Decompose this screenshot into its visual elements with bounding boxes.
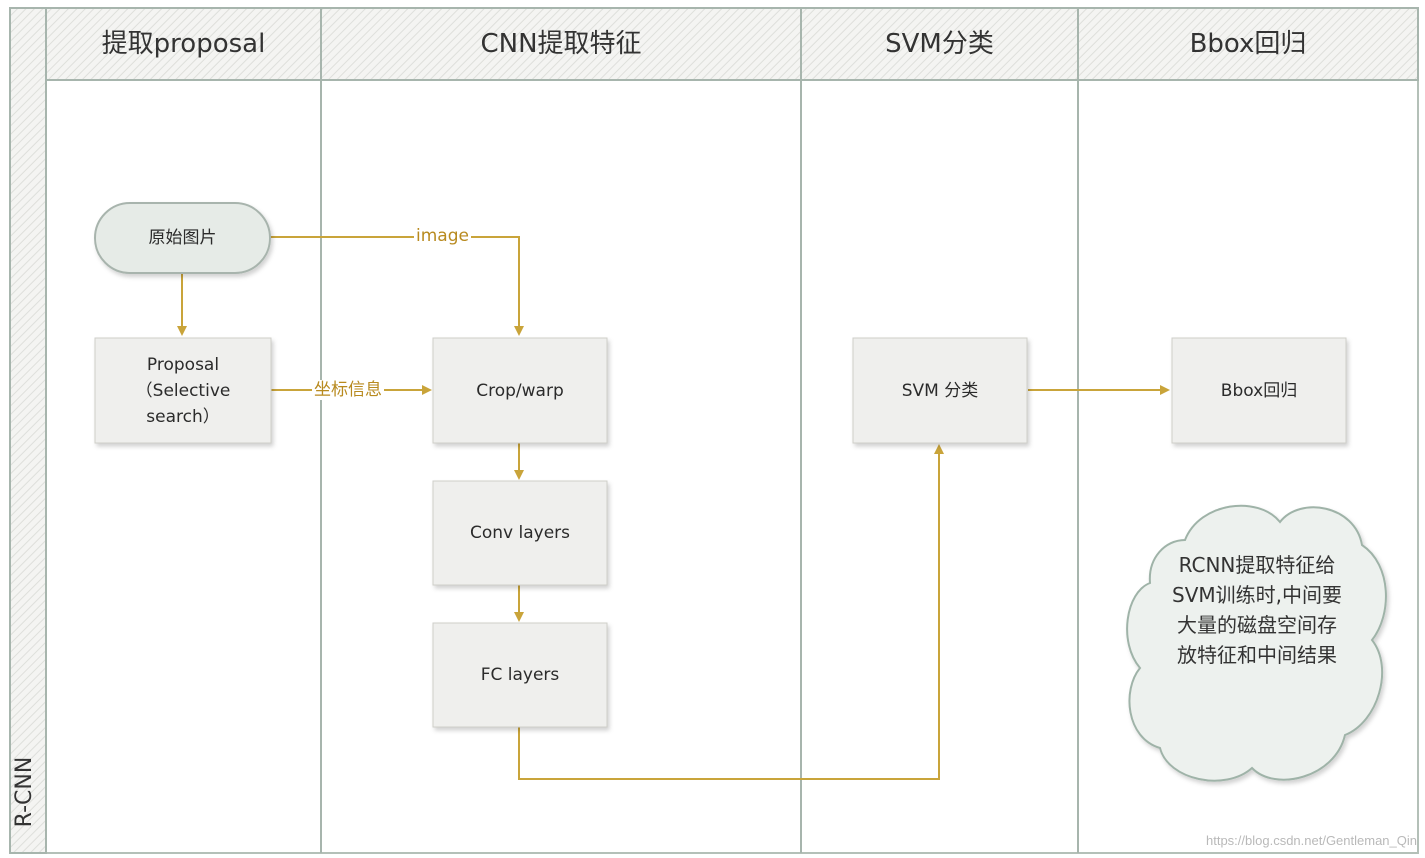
note-text: RCNN提取特征给SVM训练时,中间要大量的磁盘空间存放特征和中间结果	[1172, 553, 1342, 667]
node-conv-layers: Conv layers	[469, 523, 571, 543]
note-cloud-shape	[1126, 504, 1387, 782]
node-original-image: 原始图片	[148, 228, 217, 248]
edge-image-to-crop	[270, 236, 524, 336]
pool-label-strip	[9, 7, 47, 854]
node-crop-warp-shape	[432, 337, 608, 444]
pool-label: R-CNN	[12, 756, 37, 828]
header-band	[45, 7, 1419, 81]
edge-fc-to-svm	[518, 444, 944, 780]
node-bbox-shape	[1171, 337, 1347, 444]
node-fc-layers: FC layers	[480, 665, 560, 685]
node-original-image-shape	[94, 202, 271, 274]
swimlane-frame	[9, 7, 1419, 854]
node-crop-warp: Crop/warp	[476, 380, 564, 401]
lane-header-bbox: Bbox回归	[1189, 29, 1307, 59]
node-svm-shape	[852, 337, 1028, 444]
connectors	[177, 236, 1170, 780]
node-fc-layers-shape	[432, 622, 608, 728]
watermark: https://blog.csdn.net/Gentleman_Qin	[1205, 833, 1417, 848]
nodes	[94, 202, 1347, 728]
lane-header-proposal: 提取proposal	[101, 29, 266, 59]
node-proposal: Proposal （Selective search）	[135, 354, 231, 427]
edge-label-coords: 坐标信息	[312, 380, 384, 400]
node-proposal-shape	[94, 337, 272, 444]
node-bbox: Bbox回归	[1220, 380, 1298, 401]
node-conv-layers-shape	[432, 480, 608, 586]
lane-header-cnn: CNN提取特征	[480, 29, 642, 59]
lane-header-svm: SVM分类	[885, 29, 994, 59]
edge-label-image: image	[414, 226, 471, 246]
node-svm: SVM 分类	[901, 380, 979, 401]
